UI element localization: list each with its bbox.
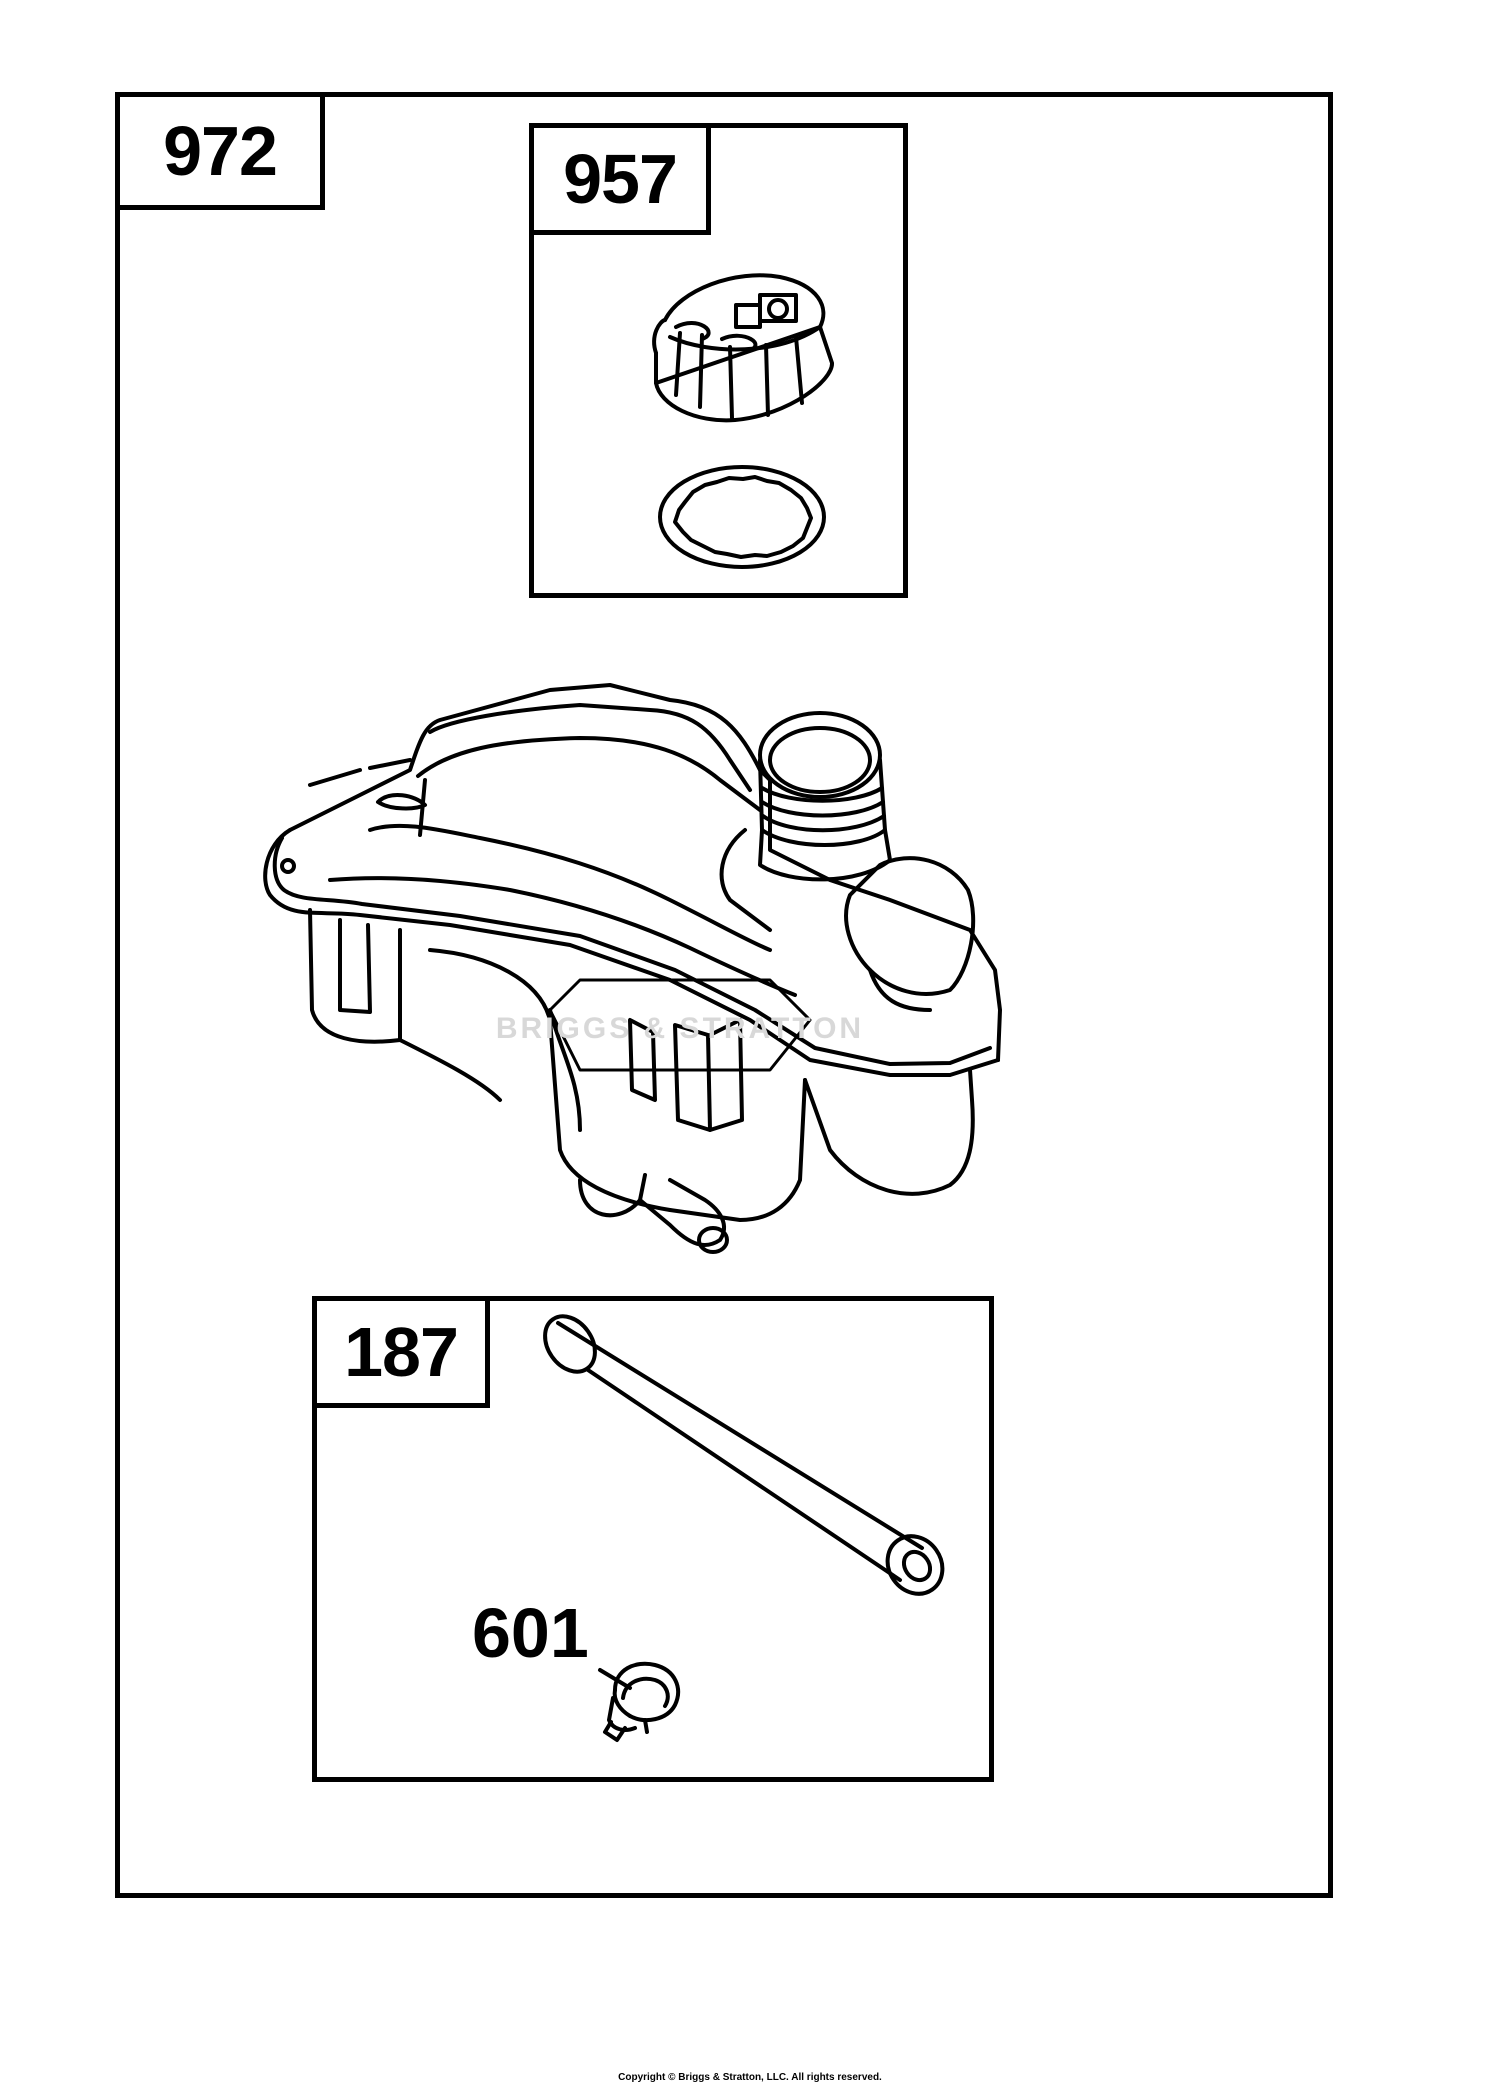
kit-972-callout[interactable]: 972 [115,92,325,210]
kit-187-callout[interactable]: 187 [312,1296,490,1408]
hose-clamp-icon[interactable] [595,1640,705,1750]
kit-957-frame [529,123,908,598]
copyright-notice: Copyright © Briggs & Stratton, LLC. All … [618,2072,882,2083]
clamp-601-label[interactable]: 601 [472,1594,589,1672]
kit-972-label: 972 [163,112,278,190]
fuel-line-icon[interactable] [530,1310,960,1600]
kit-187-frame [312,1296,994,1782]
watermark-text: BRIGGS & STRATTON [496,1012,864,1045]
kit-187-label: 187 [344,1313,459,1391]
kit-957-callout[interactable]: 957 [529,123,711,235]
kit-957-label: 957 [563,140,678,218]
cap-gasket-icon[interactable] [655,460,830,575]
kit-972-frame [115,92,1333,1898]
fuel-tank-icon[interactable]: BRIGGS & STRATTON [250,680,1010,1260]
fuel-cap-icon[interactable] [640,255,840,435]
